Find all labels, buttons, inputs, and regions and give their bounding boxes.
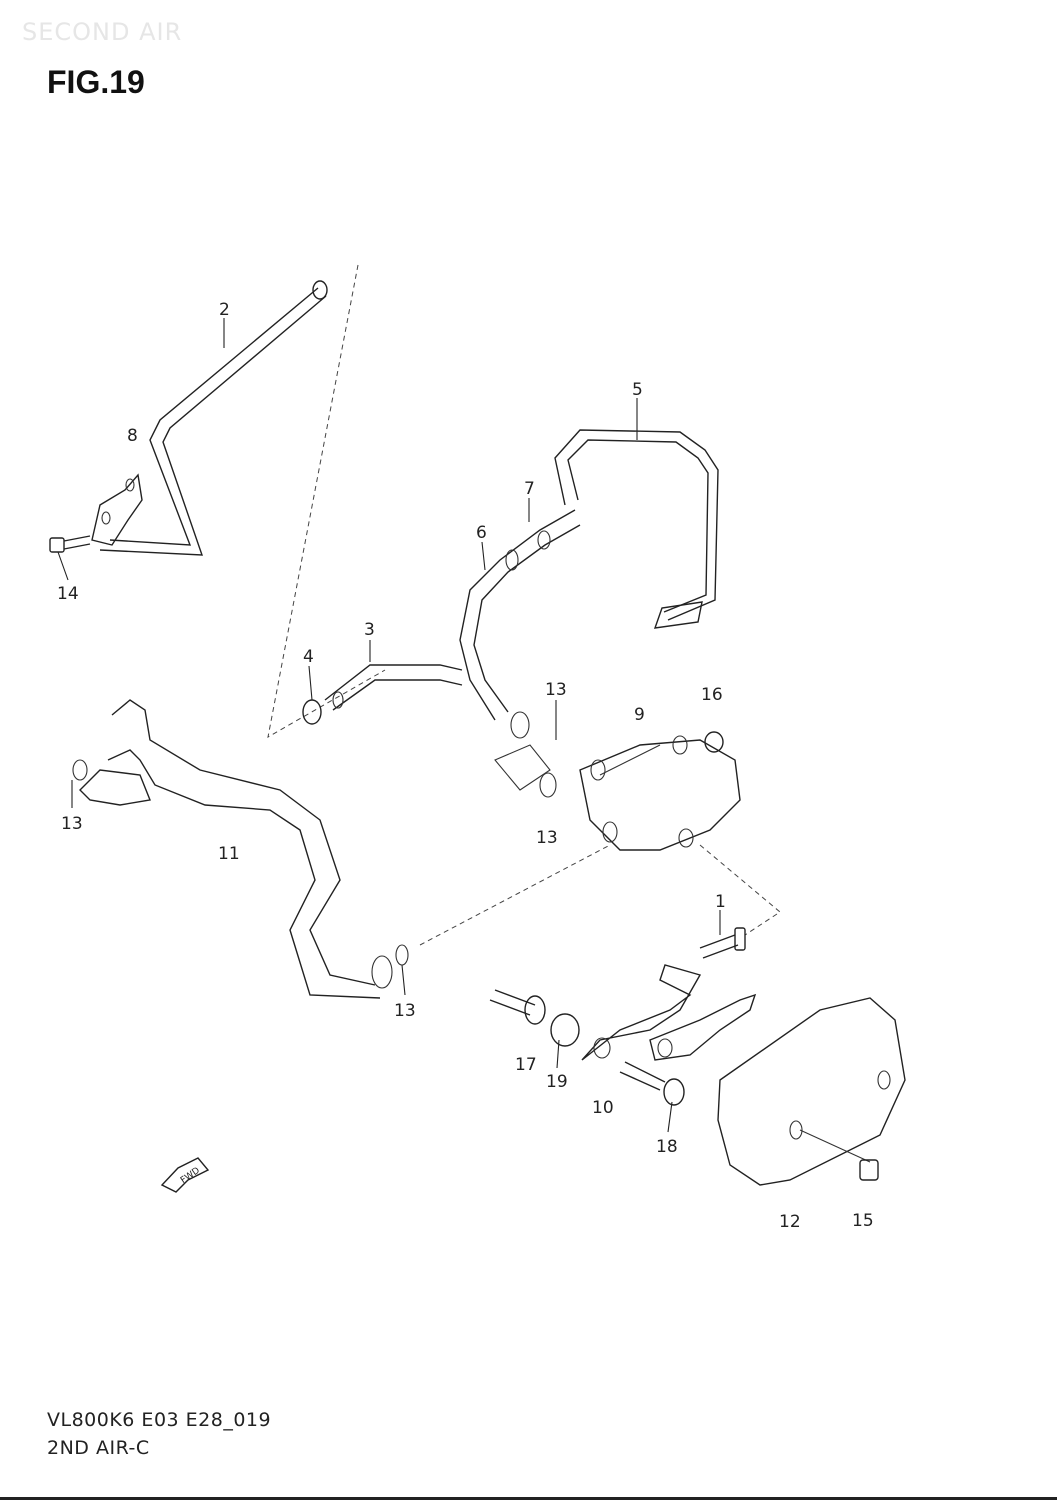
callout-labels: 1 2 3 4 5 6 7 8 9 10 11 12 13 13 13 13 1… bbox=[57, 300, 874, 1232]
callout-3: 3 bbox=[364, 620, 375, 640]
part-5-pipe bbox=[554, 429, 719, 629]
fwd-direction-badge: FWD bbox=[160, 1157, 210, 1193]
callout-16: 16 bbox=[701, 685, 723, 705]
drawing-code: VL800K6 E03 E28_019 bbox=[47, 1409, 272, 1431]
part-2-pipe bbox=[99, 280, 328, 556]
callout-4: 4 bbox=[303, 647, 314, 667]
callout-14: 14 bbox=[57, 584, 79, 604]
callout-9: 9 bbox=[634, 705, 645, 725]
part-18-bolt bbox=[619, 1061, 685, 1106]
section-watermark: SECOND AIR bbox=[22, 18, 183, 46]
callout-1: 1 bbox=[715, 892, 726, 912]
part-17-bolt bbox=[489, 989, 546, 1025]
callout-12: 12 bbox=[779, 1212, 801, 1232]
assembly-line-lower bbox=[419, 844, 611, 946]
callout-10: 10 bbox=[592, 1098, 614, 1118]
figure-title: FIG.19 bbox=[47, 64, 145, 100]
callout-18: 18 bbox=[656, 1137, 678, 1157]
callout-2: 2 bbox=[219, 300, 230, 320]
part-12-canister bbox=[717, 997, 906, 1186]
part-16-grommet bbox=[704, 731, 724, 753]
callout-11: 11 bbox=[218, 844, 240, 864]
callout-19: 19 bbox=[546, 1072, 568, 1092]
part-11-hose bbox=[72, 699, 409, 999]
assembly-line-right bbox=[699, 844, 781, 936]
page-bottom-border bbox=[0, 1497, 1057, 1500]
part-14-bolt bbox=[49, 535, 91, 553]
part-9-valve bbox=[494, 711, 741, 851]
callout-13-b: 13 bbox=[61, 814, 83, 834]
callout-15: 15 bbox=[852, 1211, 874, 1231]
part-1-bolt bbox=[699, 927, 746, 959]
part-8-bracket bbox=[91, 473, 143, 546]
callout-8: 8 bbox=[127, 426, 138, 446]
part-6-7-hose bbox=[459, 509, 581, 721]
callout-13-a: 13 bbox=[545, 680, 567, 700]
callout-7: 7 bbox=[524, 479, 535, 499]
callout-17: 17 bbox=[515, 1055, 537, 1075]
callout-13-d: 13 bbox=[394, 1001, 416, 1021]
part-19-collar bbox=[550, 1013, 580, 1047]
callout-13-c: 13 bbox=[536, 828, 558, 848]
callout-6: 6 bbox=[476, 523, 487, 543]
assembly-line-left bbox=[267, 264, 386, 738]
callout-5: 5 bbox=[632, 380, 643, 400]
part-15-nut bbox=[859, 1159, 879, 1181]
part-3-4-hose bbox=[302, 664, 463, 725]
fwd-label: FWD bbox=[179, 1166, 202, 1186]
leader-lines bbox=[57, 318, 721, 1133]
part-10-bracket bbox=[581, 964, 757, 1061]
drawing-name: 2ND AIR-C bbox=[47, 1437, 150, 1459]
